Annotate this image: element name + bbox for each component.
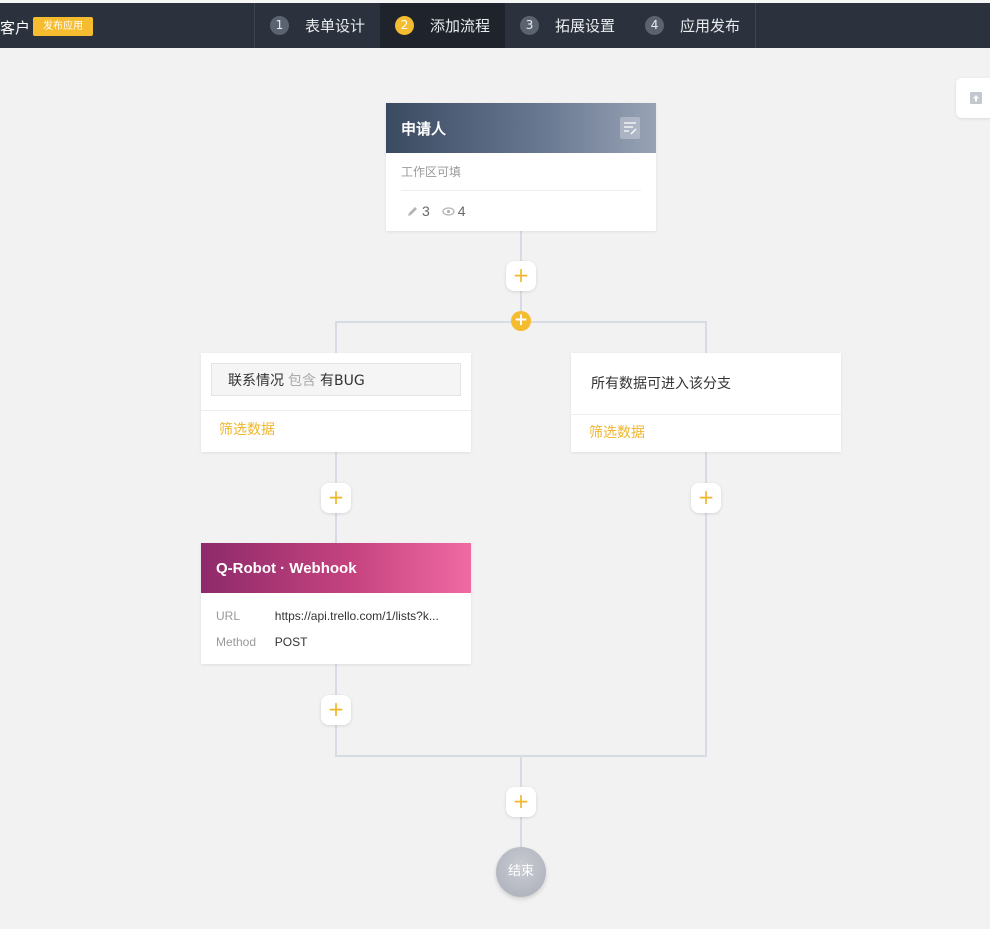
applicant-node[interactable]: 申请人 工作区可填 3 4 [386,103,656,231]
applicant-desc: 工作区可填 [401,153,641,191]
webhook-method-row: Method POST [216,629,456,655]
step-label: 添加流程 [430,17,491,35]
condition-operator: 包含 [288,372,316,389]
branch-right-card[interactable]: 所有数据可进入该分支 筛选数据 [571,353,841,452]
connector-line [705,452,707,757]
side-tool-button[interactable] [956,78,990,118]
filter-data-link[interactable]: 筛选数据 [589,425,645,441]
publish-app-button[interactable]: 发布应用 [33,17,93,36]
step-label: 应用发布 [680,17,741,35]
end-node: 结束 [496,847,546,897]
webhook-node[interactable]: Q-Robot · Webhook URL https://api.trello… [201,543,471,664]
applicant-title: 申请人 [401,119,447,138]
branch-condition: 联系情况 包含 有BUG [211,363,461,396]
step-form-design[interactable]: 1 表单设计 [255,3,380,48]
step-nav: 1 表单设计 2 添加流程 3 拓展设置 4 应用发布 [254,3,757,48]
add-node-button[interactable]: + [321,695,351,725]
branch-left-card[interactable]: 联系情况 包含 有BUG 筛选数据 [201,353,471,452]
eye-icon [442,206,455,216]
app-name: 客户 [0,19,31,37]
step-app-publish[interactable]: 4 应用发布 [630,3,755,48]
branch-all-data-text: 所有数据可进入该分支 [571,353,841,415]
form-edit-icon [620,117,640,139]
condition-field: 联系情况 [228,372,284,389]
add-node-button[interactable]: + [506,261,536,291]
top-bar: 客户 发布应用 1 表单设计 2 添加流程 3 拓展设置 4 应用发布 [0,0,990,48]
edit-count: 3 [406,203,430,219]
add-node-button[interactable]: + [506,787,536,817]
condition-value: 有BUG [320,372,365,389]
step-number: 3 [520,16,540,35]
add-node-button[interactable]: + [321,483,351,513]
connector-line [705,321,707,354]
connector-line [335,321,337,354]
pencil-icon [408,206,417,216]
webhook-title: Q-Robot · Webhook [216,559,357,577]
add-branch-button[interactable]: + [511,311,531,331]
filter-data-link[interactable]: 筛选数据 [219,422,275,438]
url-value: https://api.trello.com/1/lists?k... [274,609,439,623]
step-number: 2 [395,16,415,35]
view-count: 4 [442,203,466,219]
step-number: 4 [645,16,665,35]
method-value: POST [274,635,308,649]
webhook-url-row: URL https://api.trello.com/1/lists?k... [216,603,456,629]
step-number: 1 [270,16,289,35]
add-node-button[interactable]: + [691,483,721,513]
step-label: 表单设计 [305,17,366,35]
step-add-flow[interactable]: 2 添加流程 [380,3,506,48]
applicant-header: 申请人 [386,103,656,153]
upload-icon [970,92,982,104]
method-label: Method [216,635,257,649]
step-extension-settings[interactable]: 3 拓展设置 [505,3,630,48]
applicant-stats: 3 4 [401,191,641,231]
step-label: 拓展设置 [555,17,616,35]
url-label: URL [216,609,241,623]
webhook-header: Q-Robot · Webhook [201,543,471,593]
